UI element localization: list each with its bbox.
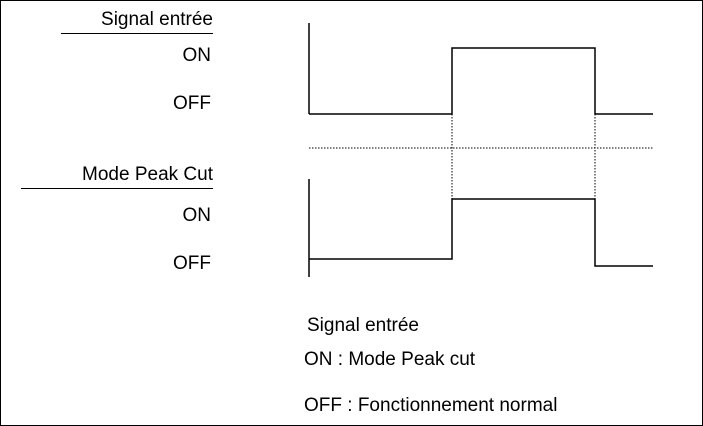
signal-waveform bbox=[309, 47, 653, 115]
peak-cut-section-title: Mode Peak Cut bbox=[21, 164, 213, 189]
legend-off-line: OFF : Fonctionnement normal bbox=[304, 395, 558, 416]
legend-on-line: ON : Mode Peak cut bbox=[304, 349, 476, 370]
peak-cut-on-label: ON bbox=[182, 205, 212, 226]
signal-on-label: ON bbox=[182, 45, 212, 66]
peak-cut-off-label: OFF bbox=[173, 253, 211, 274]
legend-title: Signal entrée bbox=[307, 315, 419, 336]
peak-cut-waveform bbox=[309, 198, 653, 267]
signal-section-title: Signal entrée bbox=[61, 9, 213, 34]
signal-off-label: OFF bbox=[173, 93, 211, 114]
